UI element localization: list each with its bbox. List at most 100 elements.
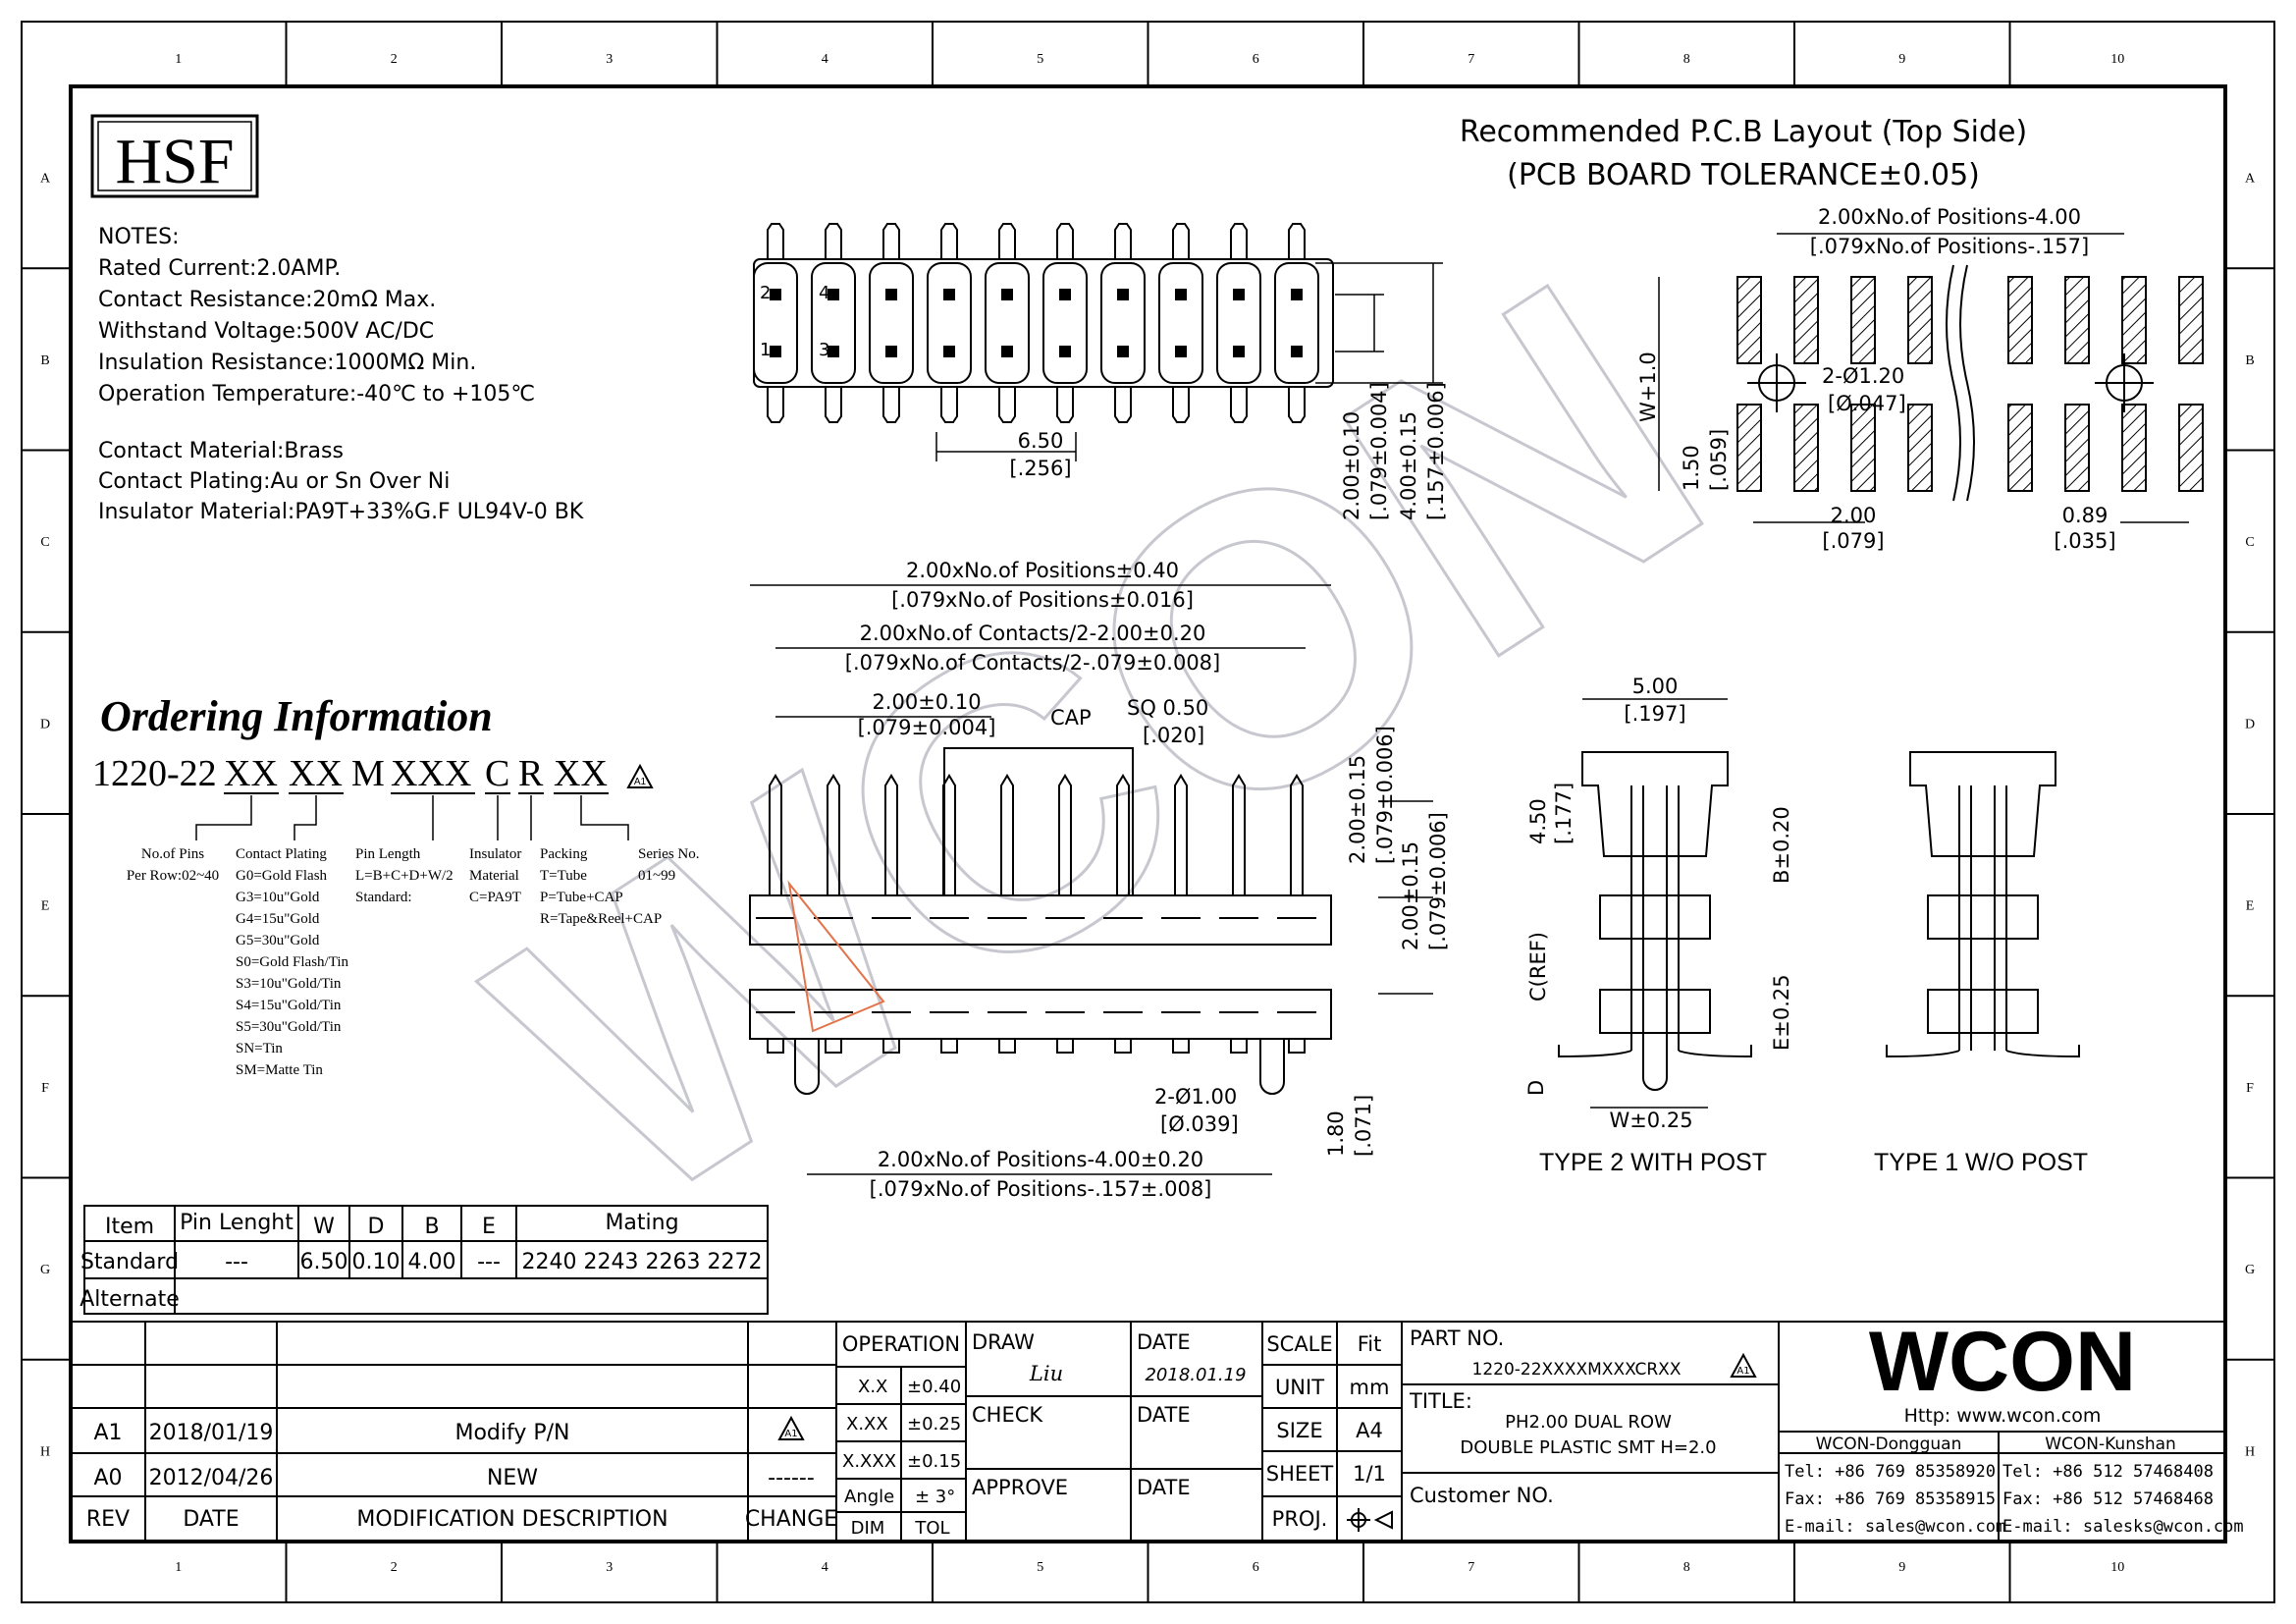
svg-text:±0.40: ±0.40	[907, 1377, 961, 1397]
pin-body	[1232, 774, 1246, 895]
svg-text:[.079±0.004]: [.079±0.004]	[1367, 382, 1391, 520]
pin-cell	[985, 262, 1030, 384]
svg-text:1.80: 1.80	[1324, 1110, 1348, 1157]
pcb-pad	[1736, 276, 1762, 364]
svg-text:4: 4	[819, 283, 829, 303]
note-line: Rated Current:2.0AMP.	[98, 256, 341, 281]
pin-tail	[1056, 223, 1074, 259]
revision-triangle-icon: A1	[1730, 1352, 1757, 1378]
zone-col-label: 4	[822, 1560, 828, 1575]
svg-text:XX: XX	[224, 753, 278, 794]
svg-text:Pin Lenght: Pin Lenght	[180, 1211, 294, 1235]
zone-row-label: E	[41, 899, 50, 914]
svg-text:W±0.25: W±0.25	[1609, 1109, 1692, 1132]
svg-text:OPERATION: OPERATION	[842, 1332, 960, 1356]
svg-text:mm: mm	[1350, 1376, 1390, 1399]
pin-square	[885, 289, 897, 300]
svg-text:R: R	[518, 753, 544, 794]
pin-cell	[753, 262, 798, 384]
pin-tail	[825, 223, 842, 259]
svg-text:A0: A0	[93, 1466, 122, 1490]
svg-text:2.00: 2.00	[1831, 504, 1877, 527]
pin-tail	[1230, 387, 1248, 423]
pin-square	[1059, 346, 1071, 357]
svg-text:SHEET: SHEET	[1266, 1462, 1334, 1486]
zone-row-label: C	[2245, 535, 2254, 550]
type-view-labels: TYPE 2 WITH POST TYPE 1 W/O POST	[1539, 1149, 2088, 1176]
svg-text:Alternate: Alternate	[80, 1287, 180, 1312]
pcb-pad	[2178, 276, 2204, 364]
pcb-pad	[1850, 404, 1876, 492]
type2-label: TYPE 2 WITH POST	[1539, 1149, 1767, 1176]
pin-body	[1116, 774, 1130, 895]
svg-text:REV: REV	[86, 1507, 130, 1532]
approvals: DRAW Liu DATE 2018.01.19 CHECK DATE APPR…	[972, 1330, 1247, 1499]
svg-text:CHECK: CHECK	[972, 1403, 1043, 1427]
zone-row-label: F	[2246, 1081, 2254, 1096]
projection-symbol-icon	[1347, 1508, 1393, 1532]
svg-text:[.059]: [.059]	[1707, 429, 1731, 491]
zone-col-label: 6	[1253, 1560, 1259, 1575]
pin-tail	[825, 387, 842, 423]
pin-tail	[998, 387, 1016, 423]
pin-foot	[767, 1038, 784, 1054]
pcb-pad	[1736, 404, 1762, 492]
contact	[1958, 785, 1972, 1051]
type-view-dims: 5.00 [.197] 4.50 [.177] B±0.20 C(REF) E±…	[1524, 675, 1793, 1132]
note-line: Withstand Voltage:500V AC/DC	[98, 319, 434, 344]
post	[794, 1039, 820, 1095]
zone-row-label: G	[40, 1263, 50, 1277]
ordering-title: Ordering Information	[100, 692, 493, 740]
svg-text:X.XXX: X.XXX	[842, 1451, 896, 1472]
pin-square	[885, 346, 897, 357]
svg-text:[.177]: [.177]	[1552, 783, 1575, 844]
svg-text:E-mail: salesks@wcon.com: E-mail: salesks@wcon.com	[2002, 1517, 2244, 1537]
svg-text:1/1: 1/1	[1353, 1462, 1386, 1486]
svg-text:[.079±0.004]: [.079±0.004]	[858, 716, 996, 739]
pin-square	[770, 346, 781, 357]
zone-row-label: B	[2245, 353, 2254, 368]
svg-text:TOL: TOL	[914, 1518, 949, 1539]
connector-side-view	[749, 747, 1332, 1095]
spec-table: Item Pin Lenght W D B E Mating Standard …	[80, 1205, 769, 1315]
svg-text:0.89: 0.89	[2062, 504, 2109, 527]
svg-text:1.50: 1.50	[1680, 445, 1703, 491]
note-line: Operation Temperature:-40℃ to +105℃	[98, 382, 535, 406]
svg-text:Tel: +86 769 85358920: Tel: +86 769 85358920	[1785, 1462, 1996, 1482]
pin-body	[884, 774, 898, 895]
svg-text:HSF: HSF	[115, 126, 234, 197]
pcb-pad	[1793, 276, 1819, 364]
post	[1259, 1039, 1285, 1095]
svg-text:5.00: 5.00	[1632, 675, 1679, 698]
svg-text:PROJ.: PROJ.	[1272, 1507, 1328, 1531]
svg-text:Modify P/N: Modify P/N	[454, 1421, 569, 1445]
svg-text:2.00±0.10: 2.00±0.10	[1340, 411, 1363, 520]
pin-foot	[1114, 1038, 1132, 1054]
svg-text:Mating: Mating	[605, 1211, 678, 1235]
type-end-views	[1558, 751, 2080, 1091]
pin-square	[1175, 289, 1187, 300]
svg-text:WCON-Kunshan: WCON-Kunshan	[2045, 1435, 2176, 1454]
zone-col-label: 7	[1468, 52, 1474, 67]
pin-tail	[767, 223, 784, 259]
pin-cell	[1216, 262, 1261, 384]
svg-text:[Ø.039]: [Ø.039]	[1160, 1112, 1239, 1136]
ordering-code-parts: XX XX M XXX C R XX A1	[224, 753, 654, 794]
pin-square	[1059, 289, 1071, 300]
svg-text:A1: A1	[93, 1421, 122, 1445]
svg-text:WCON-Dongguan: WCON-Dongguan	[1816, 1435, 1962, 1454]
pin-body	[1058, 774, 1072, 895]
svg-text:[.079±0.006]: [.079±0.006]	[1426, 812, 1450, 950]
svg-text:M: M	[351, 753, 385, 794]
svg-text:4.50: 4.50	[1526, 798, 1550, 844]
svg-text:[.079xNo.of Contacts/2-.079±0.: [.079xNo.of Contacts/2-.079±0.008]	[845, 651, 1220, 675]
side-view-dims: 2.00xNo.of Positions±0.40 [.079xNo.of Po…	[750, 559, 1450, 1201]
svg-text:Angle: Angle	[844, 1487, 894, 1507]
pin-square	[770, 289, 781, 300]
pin-square	[1291, 289, 1303, 300]
revision-table: A1 2018/01/19 Modify P/N A1 A0 2012/04/2…	[86, 1415, 837, 1532]
svg-text:CHANGE: CHANGE	[745, 1507, 837, 1532]
pin-foot	[825, 1038, 842, 1054]
top-view-dims: 6.50 [.256] 2.00±0.10 [.079±0.004] 4.00±…	[935, 262, 1448, 520]
